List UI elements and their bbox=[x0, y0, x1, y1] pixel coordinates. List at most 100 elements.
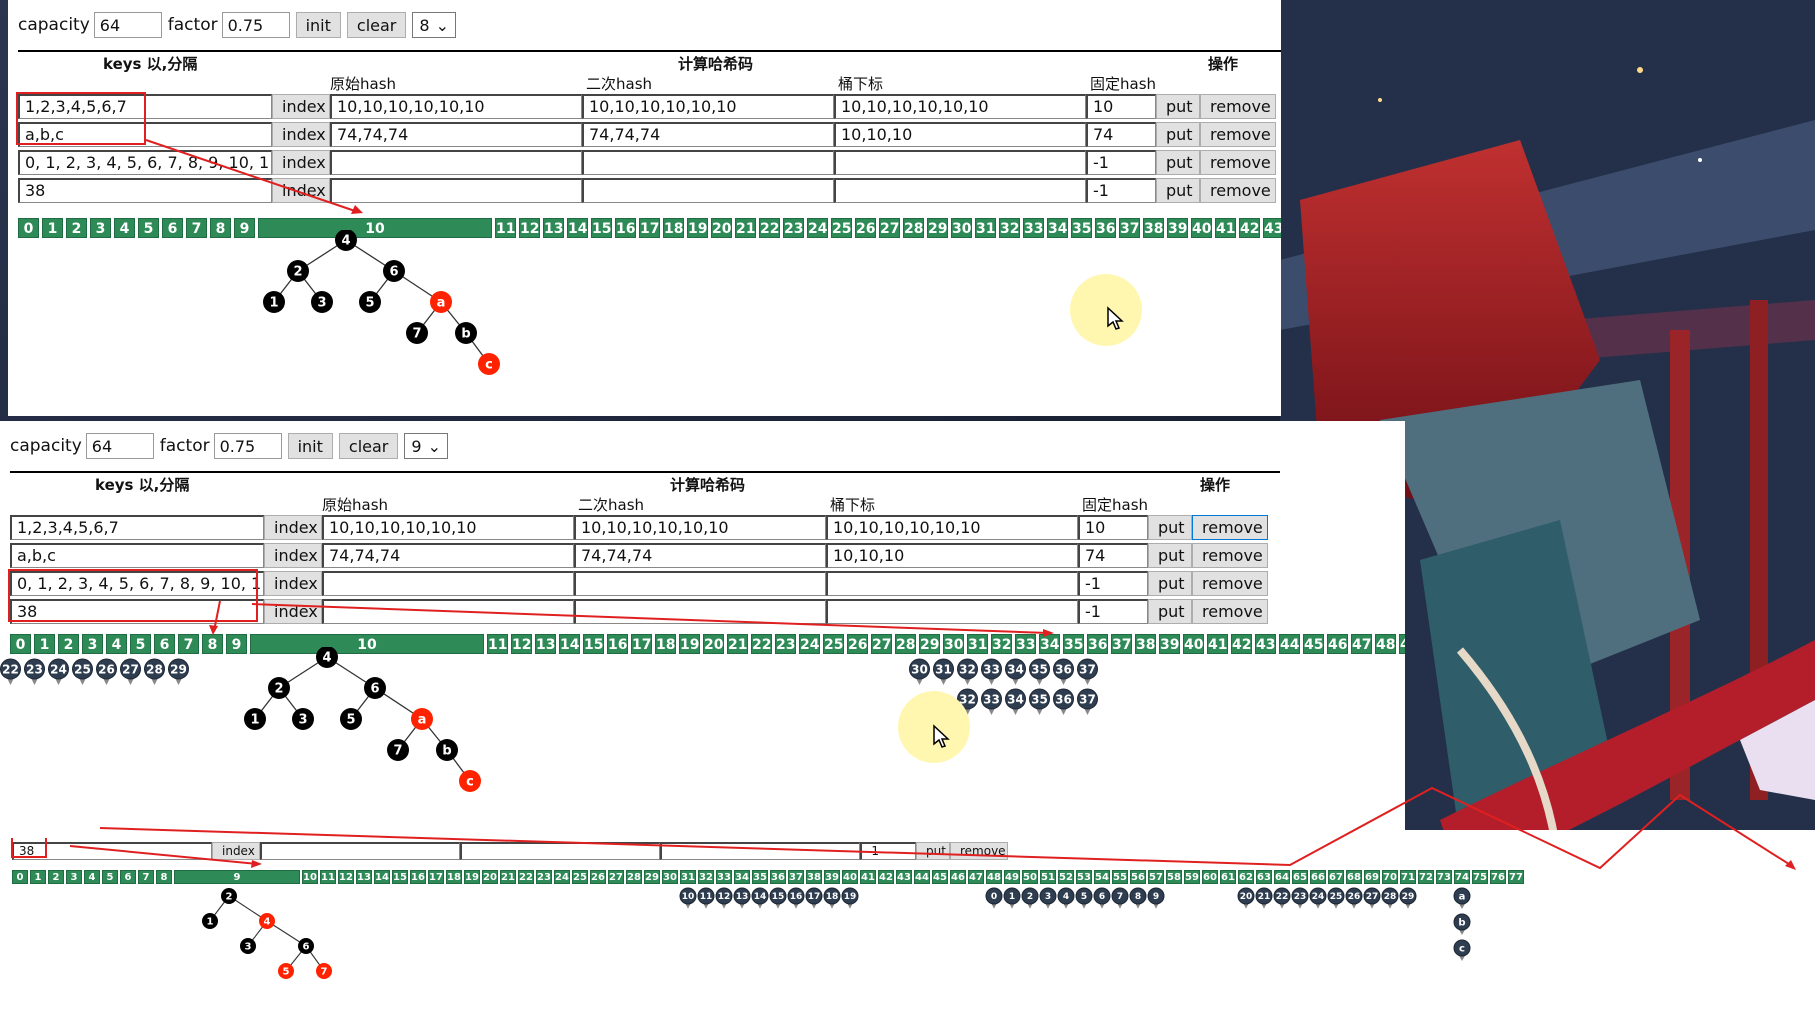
index-button[interactable]: index bbox=[272, 150, 330, 175]
tree-node-label: 7 bbox=[321, 967, 328, 978]
tree-node-label: 5 bbox=[1081, 892, 1087, 902]
bucket-cell: 28 bbox=[903, 218, 924, 238]
keys-input[interactable]: 1,2,3,4,5,6,7 bbox=[10, 515, 264, 540]
tree-node bbox=[697, 887, 715, 905]
tree-node bbox=[805, 887, 823, 905]
index-button[interactable]: index bbox=[272, 122, 330, 147]
bucket-cell: 37 bbox=[1119, 218, 1140, 238]
capacity-input[interactable] bbox=[93, 12, 162, 38]
tree-node-label: b bbox=[1458, 918, 1465, 929]
fixed-hash-field[interactable]: -1 bbox=[1078, 571, 1148, 596]
index-button[interactable]: index bbox=[264, 571, 322, 596]
bucket-cell: 2 bbox=[58, 634, 79, 654]
bucket-cell: 14 bbox=[567, 218, 588, 238]
put-button[interactable]: put bbox=[1148, 599, 1192, 624]
bucket-cell: 27 bbox=[871, 634, 892, 654]
tree-threshold-select[interactable]: 8⌄ bbox=[412, 12, 456, 38]
tree-node bbox=[1021, 887, 1039, 905]
bucket-cell: 39 bbox=[1167, 218, 1188, 238]
index-button[interactable]: index bbox=[264, 515, 322, 540]
tree-node bbox=[1129, 887, 1147, 905]
tree-node bbox=[1005, 658, 1026, 680]
remove-button[interactable]: remove bbox=[1192, 515, 1268, 540]
fixed-hash-field[interactable]: 74 bbox=[1078, 543, 1148, 568]
tree-node bbox=[287, 260, 309, 282]
fixed-hash-header: 固定hash bbox=[1090, 75, 1157, 93]
bucket-cell: 36 bbox=[1087, 634, 1108, 654]
remove-button[interactable]: remove bbox=[1200, 94, 1276, 119]
bucket-cell: 18 bbox=[446, 870, 462, 884]
tree-node bbox=[751, 887, 769, 905]
init-button[interactable]: init bbox=[295, 12, 341, 38]
remove-button[interactable]: remove bbox=[1200, 122, 1276, 147]
keys-input[interactable]: 38 bbox=[10, 599, 264, 624]
tree-node-label: 3 bbox=[317, 296, 326, 311]
bucket-cell: 65 bbox=[1292, 870, 1308, 884]
tree-node bbox=[430, 291, 452, 313]
tree-node-label: 10 bbox=[682, 892, 695, 902]
annotation-arrow bbox=[99, 786, 1793, 870]
remove-button[interactable]: remove bbox=[1200, 150, 1276, 175]
tree-node-label: 16 bbox=[790, 892, 803, 902]
put-button[interactable]: put bbox=[1148, 515, 1192, 540]
tree-node-label: c bbox=[485, 358, 493, 373]
bucket-cell: 23 bbox=[775, 634, 796, 654]
keys-input[interactable]: 38 bbox=[18, 178, 272, 203]
bucket-cell: 0 bbox=[12, 870, 28, 884]
key-row: 0, 1, 2, 3, 4, 5, 6, 7, 8, 9, 10, 11, 1 … bbox=[10, 571, 1268, 596]
tree-node-label: 7 bbox=[412, 327, 421, 342]
factor-input[interactable] bbox=[221, 12, 290, 38]
tree-node bbox=[244, 708, 266, 730]
index-button[interactable]: index bbox=[272, 94, 330, 119]
put-button[interactable]: put bbox=[1148, 543, 1192, 568]
bucket-cell: 59 bbox=[1184, 870, 1200, 884]
index-button[interactable]: index bbox=[212, 842, 260, 860]
tree-node-label: 28 bbox=[146, 662, 163, 676]
keys-input[interactable]: a,b,c bbox=[10, 543, 264, 568]
fixed-hash-field[interactable]: -1 bbox=[1086, 150, 1156, 175]
bucket-cell: 13 bbox=[543, 218, 564, 238]
capacity-input[interactable] bbox=[85, 433, 154, 459]
put-button[interactable]: put bbox=[1156, 94, 1200, 119]
tree-node-label: 24 bbox=[50, 662, 67, 676]
index-button[interactable]: index bbox=[264, 543, 322, 568]
bucket-cell: 32 bbox=[999, 218, 1020, 238]
second-hash-field bbox=[582, 150, 834, 175]
put-button[interactable]: put bbox=[1156, 150, 1200, 175]
fixed-hash-field[interactable]: 74 bbox=[1086, 122, 1156, 147]
bucket-cell: 41 bbox=[1207, 634, 1228, 654]
bucket-cell: 3 bbox=[82, 634, 103, 654]
tree-node-label: 27 bbox=[122, 662, 139, 676]
bucket-index-field: 10,10,10,10,10,10 bbox=[826, 515, 1078, 540]
remove-button[interactable]: remove bbox=[1192, 543, 1268, 568]
clear-button[interactable]: clear bbox=[338, 433, 399, 459]
tree-node-label: 17 bbox=[808, 892, 821, 902]
tree-node bbox=[1453, 913, 1471, 931]
bucket-cell: 17 bbox=[428, 870, 444, 884]
bucket-cell: 73 bbox=[1436, 870, 1452, 884]
tree-node-label: 5 bbox=[346, 713, 355, 728]
keys-input[interactable]: 0, 1, 2, 3, 4, 5, 6, 7, 8, 9, 10, 11, 1 bbox=[10, 571, 264, 596]
clear-button[interactable]: clear bbox=[346, 12, 407, 38]
fixed-hash-field[interactable]: 10 bbox=[1086, 94, 1156, 119]
fixed-hash-field[interactable]: 10 bbox=[1078, 515, 1148, 540]
put-button[interactable]: put bbox=[1148, 571, 1192, 596]
init-button[interactable]: init bbox=[287, 433, 333, 459]
keys-input[interactable]: 0, 1, 2, 3, 4, 5, 6, 7, 8, 9, 10, 11, 1 bbox=[18, 150, 272, 175]
remove-button[interactable]: remove bbox=[1192, 571, 1268, 596]
remove-button[interactable]: remove bbox=[1192, 599, 1268, 624]
put-button[interactable]: put bbox=[1156, 178, 1200, 203]
bucket-cell: 36 bbox=[770, 870, 786, 884]
factor-input[interactable] bbox=[213, 433, 282, 459]
bucket-cell: 62 bbox=[1238, 870, 1254, 884]
put-button[interactable]: put bbox=[1156, 122, 1200, 147]
tree-node-label: 15 bbox=[772, 892, 785, 902]
tree-threshold-select[interactable]: 9⌄ bbox=[404, 433, 448, 459]
tree-node-label: 33 bbox=[983, 662, 1000, 676]
fixed-hash-field[interactable]: -1 bbox=[1078, 599, 1148, 624]
remove-button[interactable]: remove bbox=[1200, 178, 1276, 203]
fixed-hash-field[interactable]: -1 bbox=[1086, 178, 1156, 203]
tree-node bbox=[1077, 688, 1098, 710]
